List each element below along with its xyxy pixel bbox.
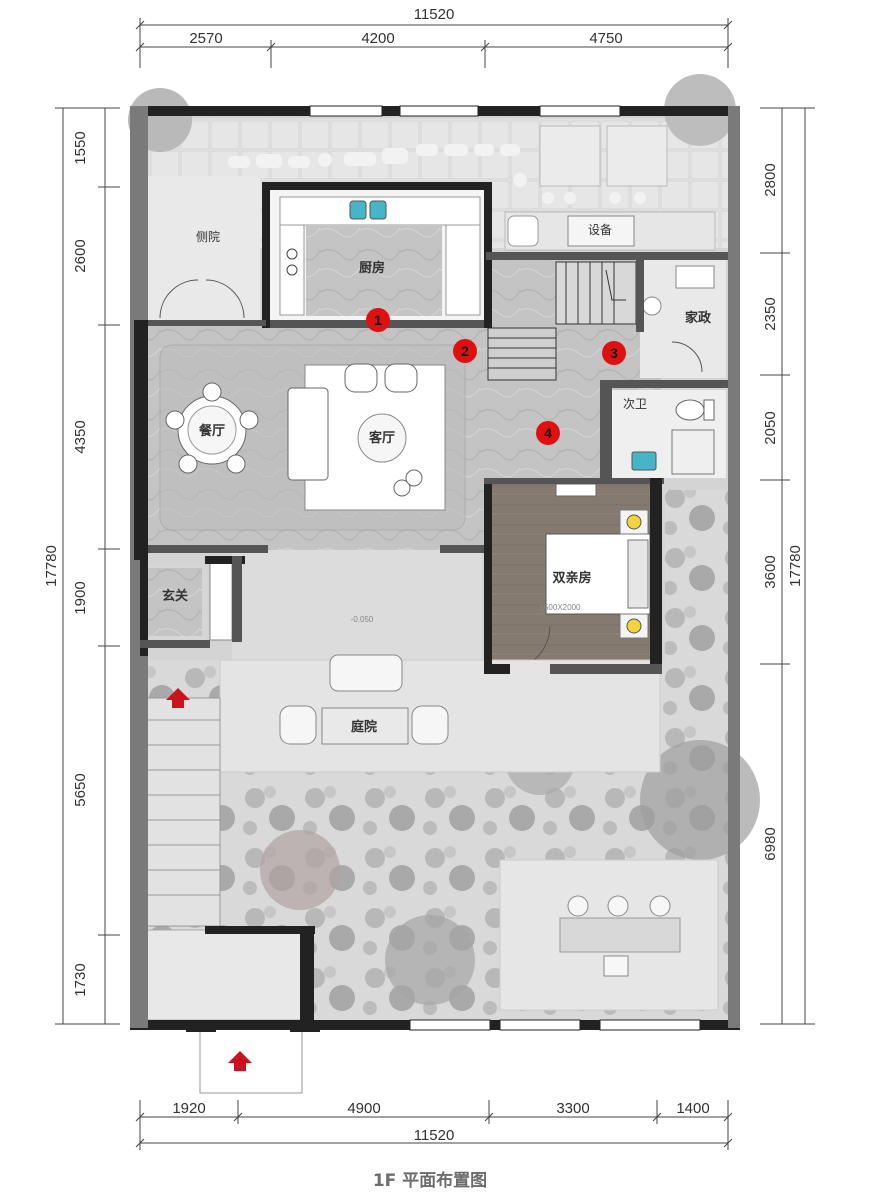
right-total-dim: 17780	[787, 545, 804, 587]
view-markers: 1 2 3 4	[366, 308, 626, 445]
second-bath: 次卫	[612, 390, 726, 478]
svg-text:3: 3	[610, 345, 618, 361]
svg-text:4: 4	[544, 425, 552, 441]
basin-icon	[631, 451, 657, 471]
housekeeping-room: 家政	[640, 260, 726, 378]
top-total-dim: 11520	[414, 6, 455, 23]
bed-size-note: 1500X2000	[540, 603, 581, 612]
marker-1: 1	[366, 308, 390, 332]
bottom-dim-1: 1920	[172, 1100, 205, 1117]
side-yard: 侧院	[148, 176, 260, 324]
bottom-dim-4: 1400	[676, 1100, 709, 1117]
marker-2: 2	[453, 339, 477, 363]
bottom-dim-2: 4900	[347, 1100, 380, 1117]
top-dimensions: 11520 2570 4200 4750	[135, 6, 733, 68]
left-dim-4: 1900	[72, 581, 89, 614]
right-dim-5: 6980	[762, 827, 779, 860]
lamp-icon	[626, 514, 642, 530]
top-dim-3: 4750	[589, 30, 622, 47]
bottom-dimensions: 1920 4900 3300 1400 11520	[135, 1100, 733, 1150]
stove-burner-icon	[286, 264, 298, 276]
room-label-courtyard: 庭院	[351, 719, 377, 735]
left-dim-5: 5650	[72, 773, 89, 806]
outdoor-sofa-icon	[329, 654, 403, 692]
parents-room: 双亲房 1500X2000	[492, 482, 654, 671]
dining-area: 餐厅	[165, 382, 259, 474]
left-dim-2: 2600	[72, 239, 89, 272]
entry-arrows	[166, 688, 252, 1071]
right-dim-3: 2050	[762, 411, 779, 444]
toilet-icon	[675, 399, 705, 421]
armchair-icon	[344, 363, 378, 393]
left-dimensions: 1550 2600 4350 1900 5650 1730 17780	[43, 107, 120, 1025]
marker-3: 3	[602, 341, 626, 365]
room-label-second-bath: 次卫	[623, 397, 647, 411]
washer-icon	[642, 296, 662, 316]
room-label-housekeeping: 家政	[685, 310, 712, 326]
left-dim-1: 1550	[72, 131, 89, 164]
lamp-icon	[626, 618, 642, 634]
up-arrow-icon	[166, 688, 190, 708]
room-label-living: 客厅	[369, 430, 395, 446]
courtyard: -0.050 庭院	[219, 550, 661, 773]
tree-canopy	[260, 830, 340, 910]
sink-icon	[349, 200, 367, 220]
room-label-parents: 双亲房	[552, 570, 591, 586]
tree-canopy	[385, 915, 475, 1005]
outdoor-terrace	[499, 859, 719, 1011]
marker-4: 4	[536, 421, 560, 445]
right-dim-1: 2800	[762, 163, 779, 196]
plan-title: 1F 平面布置图	[373, 1170, 487, 1191]
sink-icon	[369, 200, 387, 220]
walls	[130, 105, 740, 1032]
svg-text:2: 2	[461, 343, 469, 359]
room-label-kitchen: 厨房	[359, 260, 385, 276]
room-label-entry: 玄关	[162, 588, 188, 604]
armchair-icon	[384, 363, 418, 393]
staircase	[487, 261, 637, 381]
top-dim-2: 4200	[361, 30, 394, 47]
bottom-dim-3: 3300	[556, 1100, 589, 1117]
kitchen: 厨房	[266, 186, 486, 322]
room-label-equipment: 设备	[588, 223, 612, 237]
left-dim-3: 4350	[72, 420, 89, 453]
right-dim-4: 3600	[762, 555, 779, 588]
top-dim-1: 2570	[189, 30, 222, 47]
outdoor-chair-icon	[411, 705, 449, 745]
level-note: -0.050	[351, 615, 374, 624]
living-area: 客厅	[287, 363, 446, 511]
up-arrow-icon	[228, 1051, 252, 1071]
sofa-icon	[287, 387, 329, 481]
left-dim-6: 1730	[72, 963, 89, 996]
right-dim-2: 2350	[762, 297, 779, 330]
equipment-area: 设备	[504, 211, 716, 251]
room-label-side-yard: 侧院	[196, 230, 220, 244]
entry-hall: 玄关	[145, 559, 233, 641]
room-label-dining: 餐厅	[198, 423, 225, 439]
stepping-stones	[228, 125, 668, 204]
outdoor-chair-icon	[279, 705, 317, 745]
right-dimensions: 2800 2350 2050 3600 6980 17780	[760, 107, 815, 1025]
svg-text:1: 1	[374, 312, 382, 328]
bottom-total-dim: 11520	[414, 1127, 455, 1144]
left-total-dim: 17780	[43, 545, 60, 587]
stove-burner-icon	[286, 248, 298, 260]
